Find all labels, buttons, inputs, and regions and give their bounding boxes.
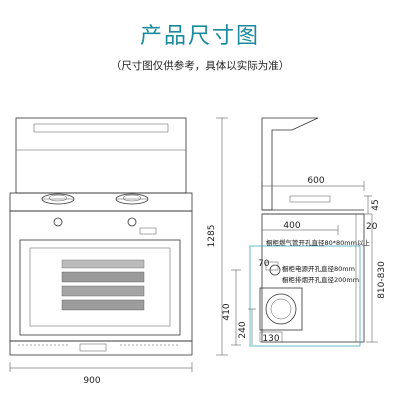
thickness-label: 45: [371, 199, 381, 210]
front-base: [9, 340, 193, 356]
page-title: 产品尺寸图: [139, 24, 260, 49]
right-burner: [115, 193, 149, 205]
oven-door: [19, 239, 181, 336]
cabinet-outline: [249, 245, 361, 347]
side-burner: [289, 195, 331, 203]
left-knob: [53, 217, 63, 227]
front-cooktop: [9, 192, 193, 212]
oven-window: [61, 259, 145, 311]
exhaust-box: [259, 287, 303, 331]
exhaust-hole-note: 橱柜排烟开孔直径200mm: [282, 275, 359, 284]
cooktop-depth-label: 400: [283, 221, 300, 231]
exhaust-hole: [265, 293, 297, 325]
hole-size-label: 130: [262, 334, 279, 344]
page-subtitle: （尺寸图仅供参考，具体以实际为准）: [110, 60, 290, 72]
side-body: [261, 213, 365, 343]
display-panel: [139, 227, 157, 235]
height-dimension: 1285: [207, 117, 228, 356]
top-width-label: 600: [307, 176, 324, 186]
outlet-height-label: 410: [222, 303, 232, 320]
body-height-label: 810-830: [377, 261, 387, 299]
power-hole-note: 橱柜电源开孔直径80mm: [282, 264, 355, 273]
height-label: 1285: [207, 225, 217, 248]
front-backsplash: [15, 117, 187, 194]
front-hood-strip: [33, 123, 169, 133]
left-burner: [41, 193, 75, 205]
small-offset-label: 70: [258, 259, 270, 269]
front-width-label: 900: [83, 376, 100, 386]
right-knob: [127, 217, 137, 227]
gas-hole-note: 橱柜燃气管开孔直径80*80mm以上: [266, 238, 370, 247]
inner-height-label: 240: [238, 321, 248, 338]
front-view: 900: [9, 117, 193, 386]
side-view: 600 400 45 20 810-830 410 240 130 70 橱柜燃…: [222, 117, 387, 347]
